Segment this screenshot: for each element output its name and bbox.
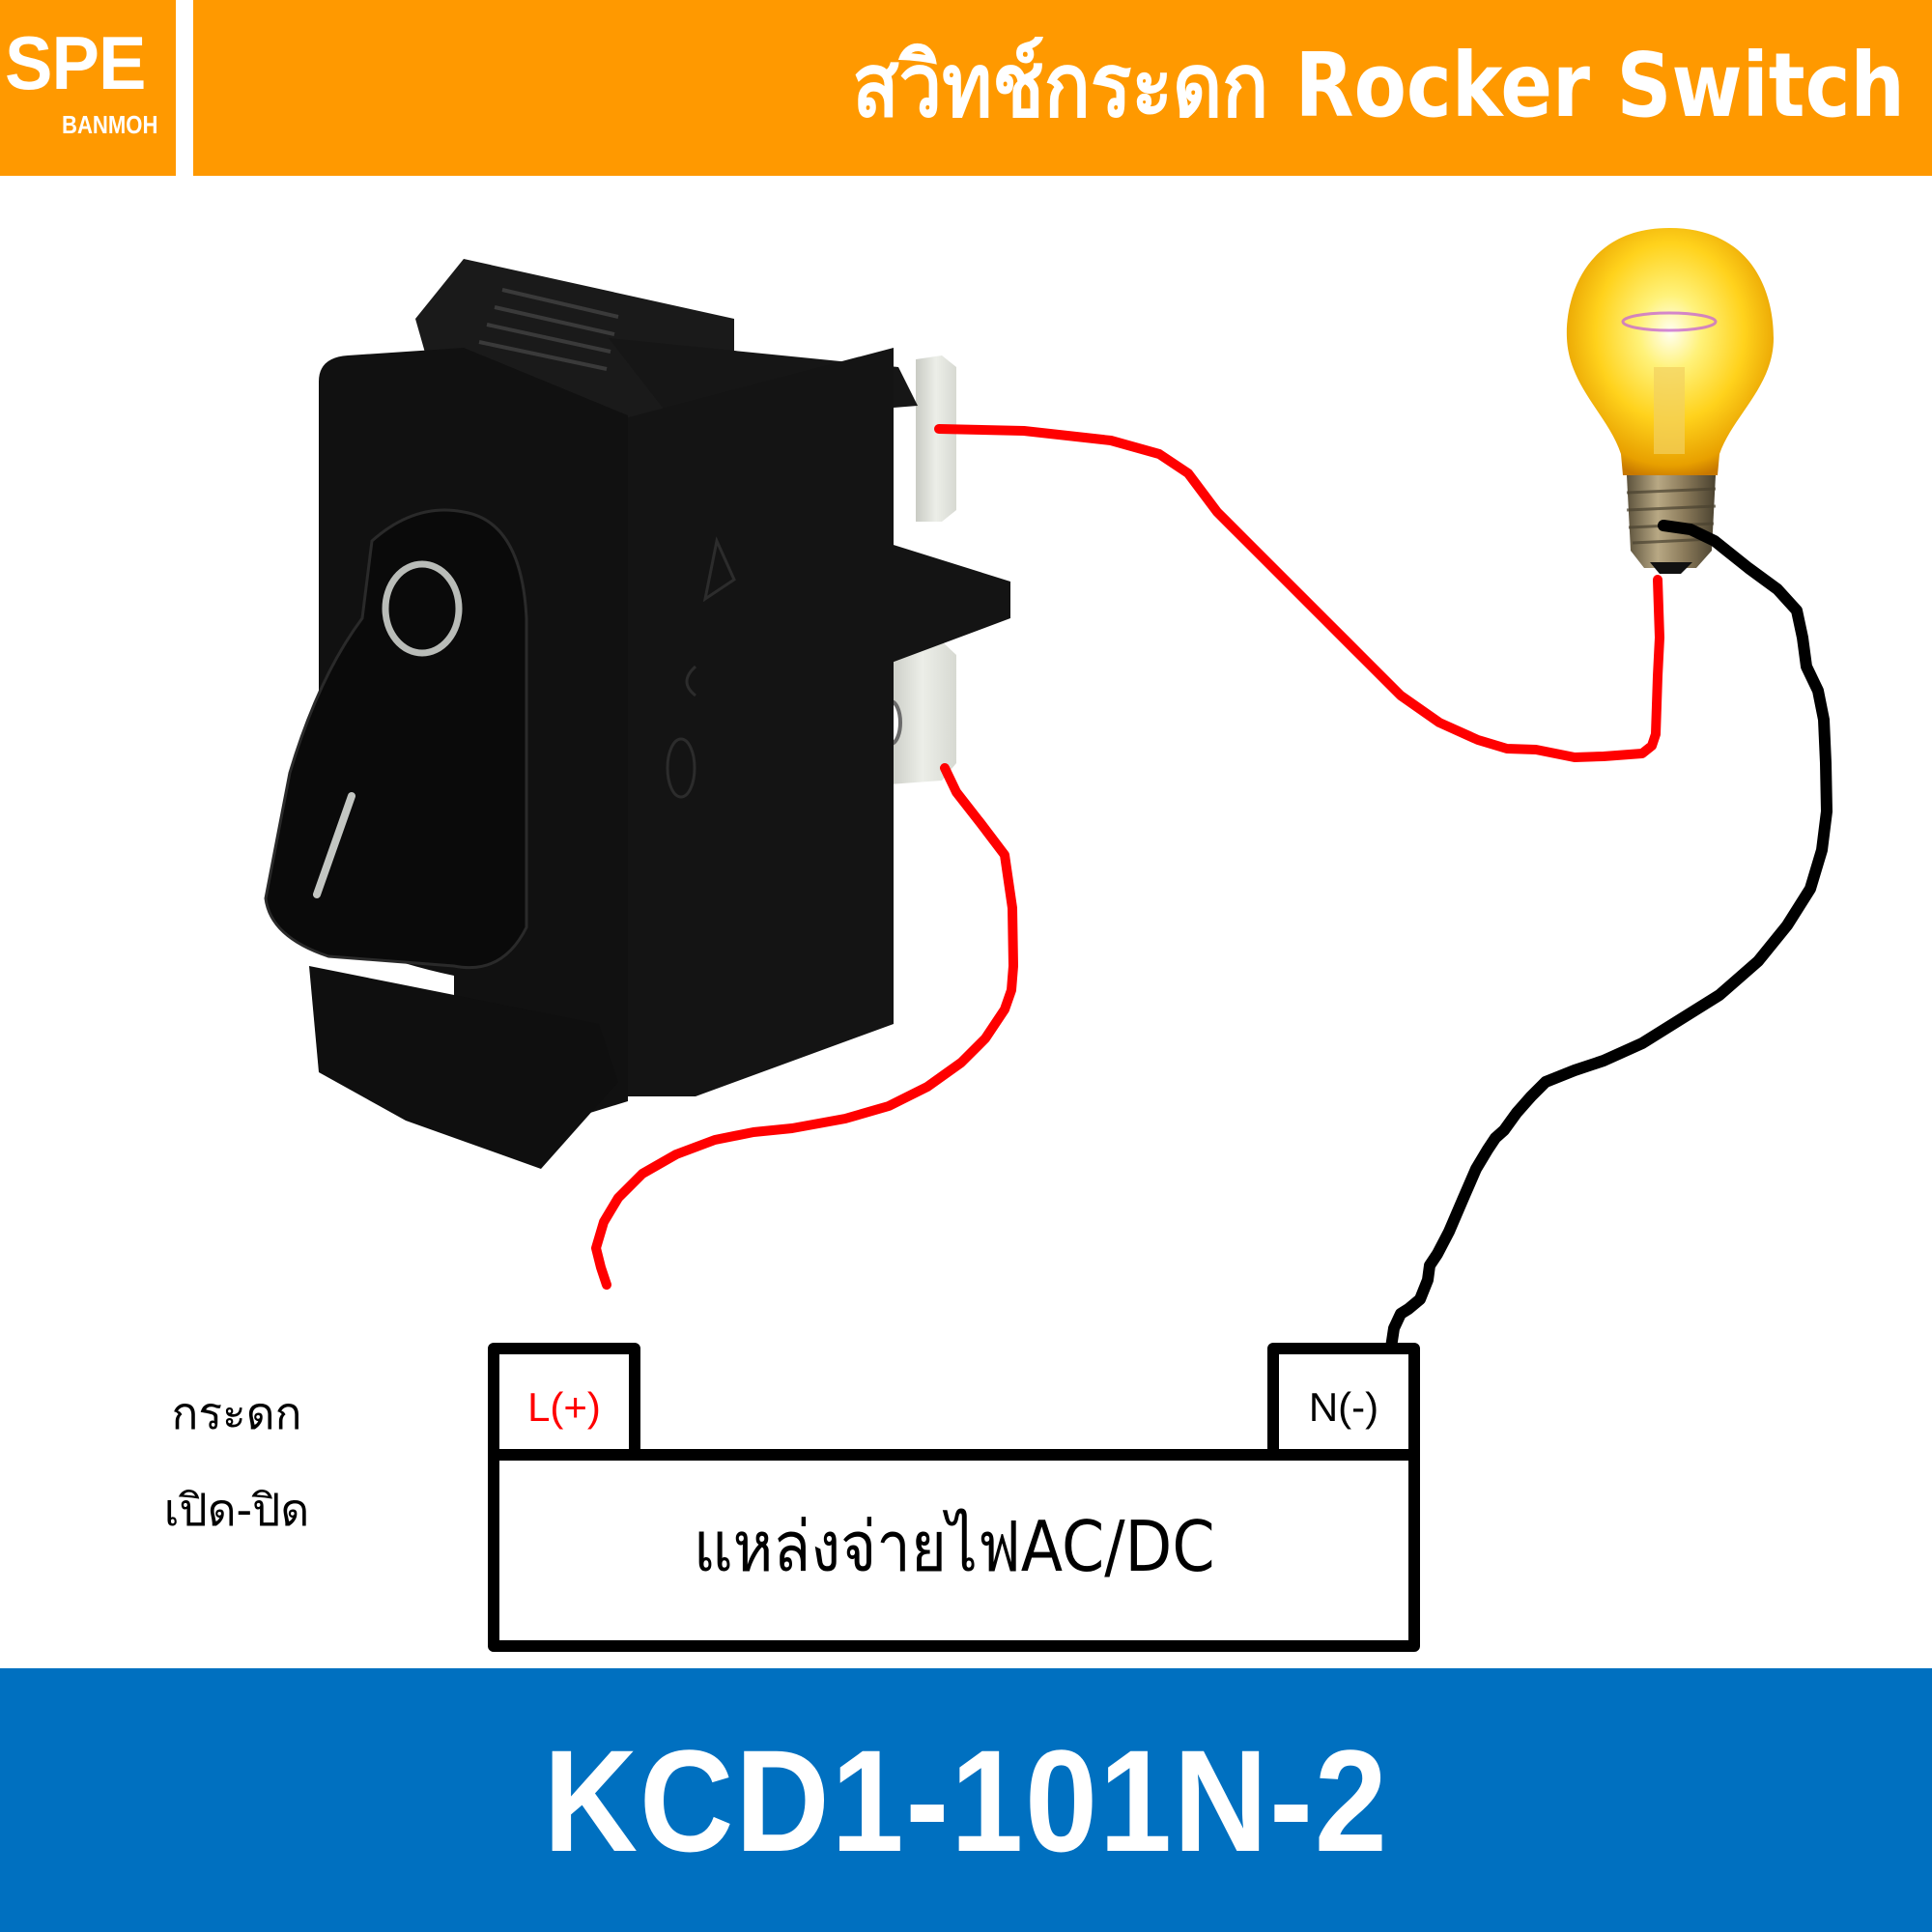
header-bar: สวิทช์กระดก Rocker Switch [193, 0, 1932, 176]
power-supply-label: แหล่งจ่ายไฟAC/DC [693, 1505, 1215, 1587]
model-number: KCD1-101N-2 [543, 1719, 1389, 1882]
model-banner: KCD1-101N-2 [0, 1668, 1932, 1932]
terminal-N-minus: N(-) [1267, 1343, 1420, 1463]
terminal-L-label: L(+) [527, 1384, 601, 1430]
switch-terminal-top [916, 355, 956, 522]
on-symbol-icon [313, 792, 355, 898]
rocker-label: กระดก [171, 1387, 302, 1439]
switch-terminal-bottom [889, 641, 956, 784]
wire-lamp-to-supply-N [1385, 520, 1833, 1353]
logo-sub-text: BANMOH [62, 110, 158, 139]
page-title: สวิทช์กระดก Rocker Switch [852, 34, 1905, 137]
wire-supply-L-to-switch [591, 763, 1018, 1290]
wire-switch-to-lamp [934, 424, 1664, 762]
on-off-label: เปิด-ปิด [163, 1484, 310, 1536]
off-symbol-icon [382, 560, 463, 657]
brand-logo: SPE BANMOH [0, 0, 176, 176]
terminal-L-plus: L(+) [488, 1343, 640, 1463]
terminal-N-label: N(-) [1308, 1384, 1379, 1430]
logo-main-text: SPE [5, 20, 146, 105]
light-bulb-image [1566, 228, 1774, 574]
rocker-switch-image [264, 259, 1010, 1169]
power-supply-box: แหล่งจ่ายไฟAC/DC [488, 1449, 1420, 1652]
